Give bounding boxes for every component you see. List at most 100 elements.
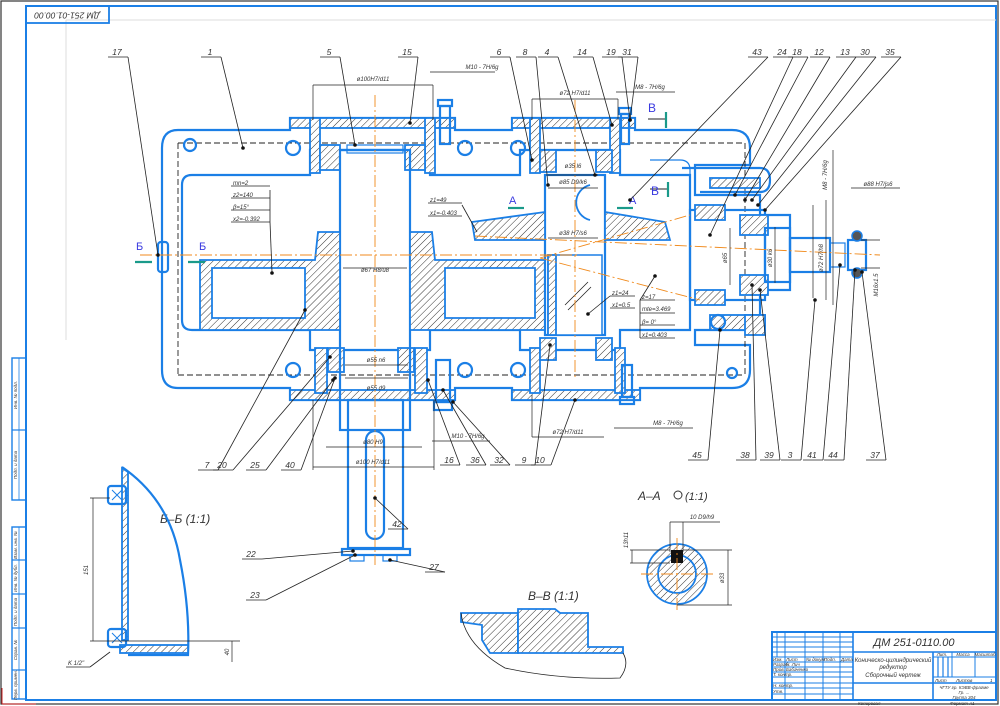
position-balloon: 27 (388, 558, 446, 573)
origin-axes-icon (1, 688, 36, 705)
bearing-lower-icon (106, 627, 128, 649)
balloon-number: 7 (205, 460, 210, 470)
svg-text:В: В (648, 101, 656, 115)
gear-params-bevel-table: z=17 mte=3.469 β= 0° x1=0.403 (639, 274, 675, 339)
position-balloon: 36 (441, 388, 487, 466)
balloon-number: 36 (470, 455, 480, 465)
drawing-title: Сборочный чертеж (865, 672, 921, 679)
bolt-m10-top (436, 98, 454, 146)
svg-text:z2=140: z2=140 (232, 193, 254, 199)
position-balloon: 12 (743, 47, 831, 202)
top-cover-14 (511, 117, 636, 129)
balloon-number: 1 (208, 47, 213, 57)
balloon-number: 37 (870, 450, 880, 460)
dimension-text: ø72 H7/d11 (560, 91, 591, 97)
side-stamp-label: Перв. примен. (13, 670, 18, 700)
dimension-text: ø33 (720, 572, 726, 583)
section-vv-break-line (460, 612, 627, 679)
position-balloon: 25 (246, 378, 335, 471)
balloon-number: 6 (497, 47, 502, 57)
balloon-number: 41 (807, 450, 817, 460)
format-label: Формат А1 (950, 701, 975, 706)
balloon-number: 31 (622, 47, 632, 57)
side-stamp: Инв. № подл. Подп. и дата Взам. инв. № И… (11, 357, 27, 700)
dimension-text: ø80 H9 (363, 440, 383, 446)
position-balloon: 1 (201, 47, 245, 150)
drawing-designation: ДМ 251-0110.00 (872, 637, 956, 649)
position-balloon: 4 (538, 47, 597, 177)
balloon-number: 25 (249, 460, 260, 470)
section-aa-scale: (1:1) (685, 491, 708, 503)
position-balloon: 41 (803, 263, 842, 461)
copied-label: Копировал (858, 701, 881, 706)
dimension-texts: ø100H7/d11 M10 - 7H/6g ø72 H7/d11 M8 - 7… (356, 65, 893, 466)
input-shaft-nut (846, 238, 868, 272)
position-balloon: 31 (618, 47, 639, 122)
svg-text:β=15°: β=15° (232, 205, 250, 211)
section-mark-v-top: В (648, 101, 668, 128)
balloon-number: 19 (606, 47, 616, 57)
dimension-text: ø55 d9 (367, 386, 386, 392)
side-stamp-label: Инв. № дубл. (13, 564, 18, 592)
position-balloon: 17 (108, 47, 160, 257)
balloon-number: 13 (840, 47, 850, 57)
position-balloon: 15 (398, 47, 419, 125)
position-balloon: 30 (756, 47, 877, 207)
balloon-number: 20 (216, 460, 227, 470)
position-balloon: 5 (320, 47, 357, 147)
svg-text:В: В (651, 184, 659, 198)
balloon-number: 27 (428, 562, 439, 572)
organization: ЧГТУ гр. КЭВВ-фрагме (939, 685, 989, 690)
svg-text:z1=49: z1=49 (429, 198, 447, 204)
section-vv-part-right (517, 608, 624, 654)
dimension-text: ø100H7/d11 (357, 77, 390, 83)
dimension-text: ø100 H7/d11 (356, 460, 390, 466)
position-balloon: 39 (758, 288, 781, 461)
dimension-text: ø72 H7/h8 (819, 243, 825, 272)
dimension-text: 10 D9/h9 (690, 515, 715, 521)
balloon-number: 3 (788, 450, 793, 460)
position-balloon: 42 (373, 496, 409, 530)
position-balloon: 13 (750, 47, 857, 202)
balloon-number: 45 (692, 450, 702, 460)
position-balloon: 40 (281, 376, 337, 471)
dimension-text: ø38 H7/s6 (559, 231, 587, 237)
top-cover-15 (289, 117, 456, 129)
svg-text:z1=24: z1=24 (611, 291, 629, 297)
balloon-number: 30 (860, 47, 870, 57)
dimension-text: ø67 H8/u8 (361, 268, 390, 274)
bearing (404, 144, 426, 171)
side-stamp-label: Инв. № подл. (13, 381, 18, 409)
stamp-cell: Н. контр. (773, 683, 793, 688)
dimension-text: 40 (225, 648, 231, 655)
sheet-frame (25, 5, 997, 701)
stamp-cell: Разраб. (773, 662, 789, 667)
position-balloon: 37 (860, 270, 887, 461)
position-balloon: 10 (531, 398, 577, 466)
section-aa-view: А–А (1:1) 10 D9/h9 13h11 ø33 (624, 489, 732, 612)
rotated-designation: ДМ 251-01.00.00 (34, 10, 101, 20)
position-balloon: 43 (628, 47, 769, 202)
balloon-number: 8 (523, 47, 528, 57)
stamp-sheets-label: Листов (955, 678, 973, 683)
housing-outline (160, 116, 792, 402)
section-vv-view: В–В (1:1) (460, 589, 627, 679)
svg-text:x1=-0.403: x1=-0.403 (429, 211, 458, 217)
balloon-number: 9 (522, 455, 527, 465)
dimension-text: M10 - 7H/6g (451, 434, 485, 440)
side-stamp-label: Взам. инв. № (13, 531, 18, 559)
section-mark-a-left: А (508, 195, 524, 210)
stamp-cell: № докум. (806, 657, 826, 662)
stamp-header: Масштаб (974, 652, 995, 657)
bolt-m8-bottom (618, 363, 636, 406)
dimension-text: ø55 n6 (367, 358, 386, 364)
balloon-number: 24 (776, 47, 787, 57)
organization: Гр. ... (958, 690, 969, 695)
svg-text:А: А (629, 195, 637, 207)
dimension-text: M8 - 7H/6g (823, 160, 829, 190)
side-stamp-label: Подп. и дата (13, 450, 18, 479)
stamp-cell: Подп. (824, 657, 836, 662)
